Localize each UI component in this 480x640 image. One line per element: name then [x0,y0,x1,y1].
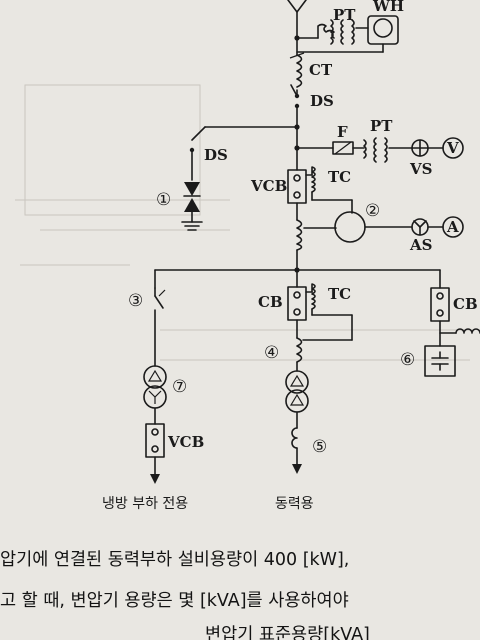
voltage-metering: F PT VS V [294,117,464,178]
feeder-capacitor: CB ⑥ [400,287,480,377]
cb-mid-label: CB [258,293,283,311]
pt-top-label: PT [333,6,356,24]
ct-label: CT [309,61,333,79]
marker-2: ② [365,201,380,221]
vs-label: VS [409,160,432,178]
marker-6: ⑥ [400,350,415,370]
arrester-branch: DS ① [156,124,300,231]
caption-cooling: 냉방 부하 전용 [102,496,188,512]
marker-1: ① [156,190,171,210]
metering-pt-wh: PT WH [294,0,404,53]
tc-mid-label: TC [328,285,351,303]
pt-mid-label: PT [370,117,393,135]
background-ghost-lines [15,84,470,361]
feeder-power: CB TC ④ ⑤ 동력용 [258,283,353,512]
question-line-1: 압기에 연결된 동력부하 설비용량이 400 [kW], [0,550,349,570]
a-meter-label: A [446,218,459,236]
ds-branch-label: DS [204,146,228,164]
marker-3: ③ [128,291,143,311]
vcb-main-label: VCB [250,177,287,195]
marker-7: ⑦ [172,377,187,397]
caption-power: 동력용 [275,496,314,512]
vcb-main: VCB TC [250,166,353,214]
table-title: 변압기 표준용량[kVA] [205,625,370,640]
main-bus [287,0,307,271]
ct-symbol: CT [289,52,333,88]
cb-right-label: CB [453,295,478,313]
wh-label: WH [372,0,404,15]
v-meter-label: V [446,139,459,157]
ammeter-branch: ② AS A [296,201,464,254]
marker-4: ④ [264,343,279,363]
as-label: AS [409,236,432,254]
ds-main-switch: DS [290,84,334,110]
tc-main-label: TC [328,168,351,186]
ds-main-label: DS [310,92,334,110]
feeder-cooling: ③ ⑦ VCB 냉방 부하 전용 [102,287,204,512]
question-line-2: 고 할 때, 변압기 용량은 몇 [kVA]를 사용하여야 [0,591,349,611]
question-text: 압기에 연결된 동력부하 설비용량이 400 [kW], 고 할 때, 변압기 … [0,550,370,640]
fuse-label: F [337,123,348,141]
lower-bus [154,267,441,289]
vcb-left-label: VCB [167,433,204,451]
marker-5: ⑤ [312,437,327,457]
